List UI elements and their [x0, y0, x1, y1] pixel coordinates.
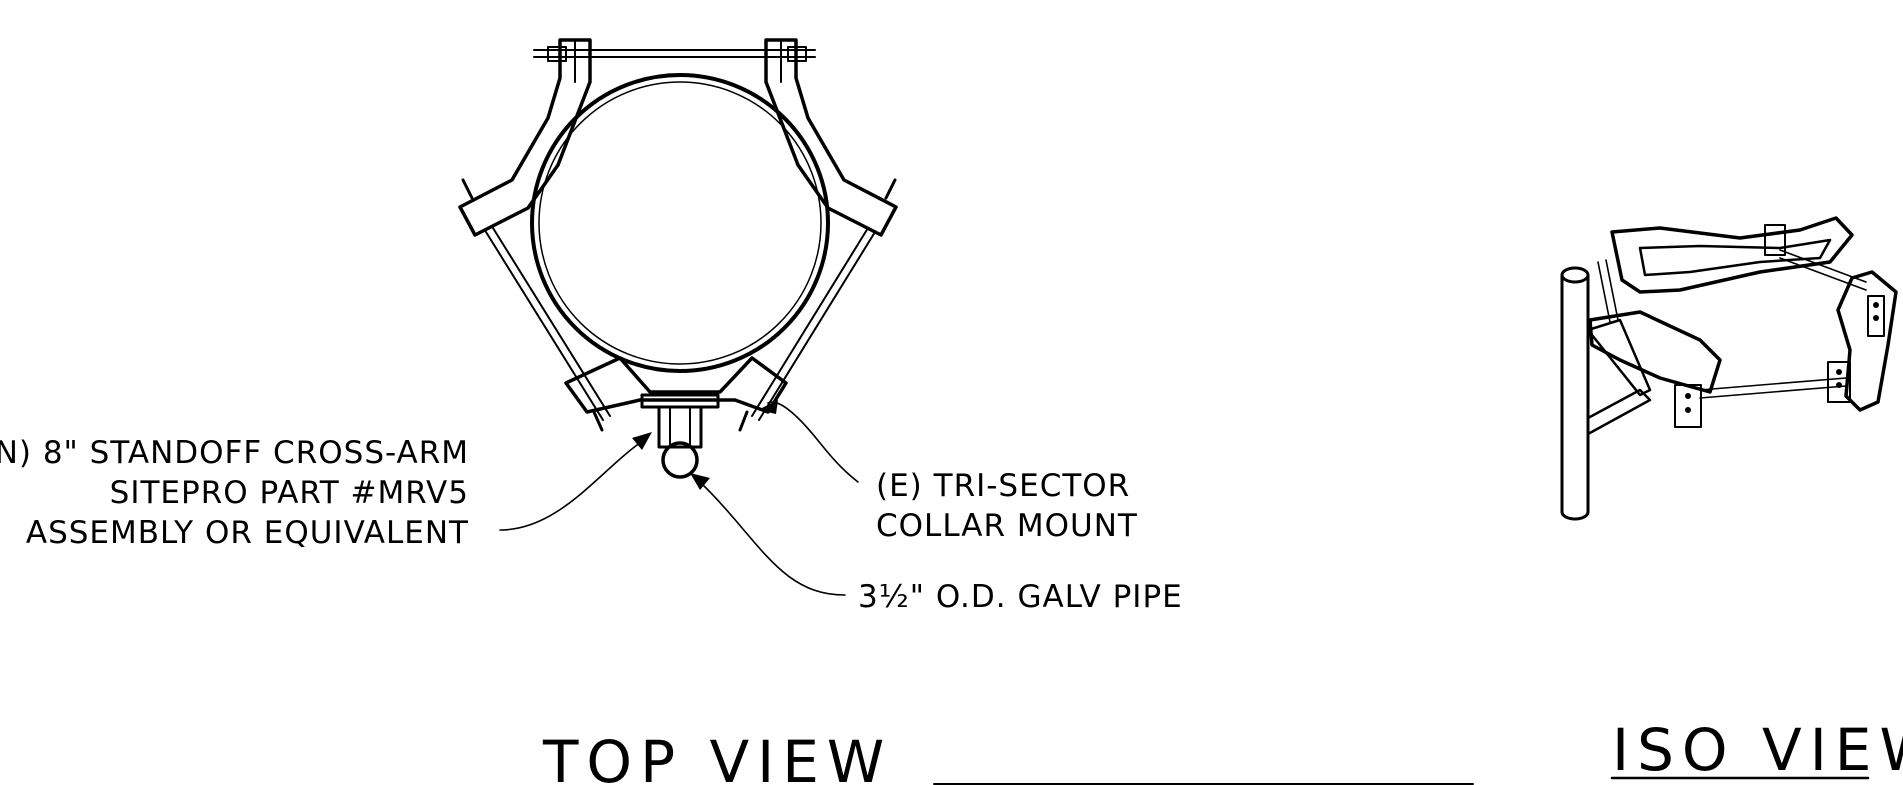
- iso-upper-bracket: [1610, 216, 1854, 294]
- top-view-drawing: [458, 38, 898, 596]
- top-view-title: TOP VIEW: [542, 728, 892, 785]
- left-bracket: [458, 38, 592, 237]
- callout-leaders: [499, 400, 859, 596]
- iso-right-bracket: [1827, 270, 1898, 412]
- left-tie-rod: [461, 178, 611, 421]
- iso-lower-bracket: [1588, 310, 1722, 428]
- iso-tie-rods: [1597, 249, 1867, 399]
- callout-standoff-line2: SITEPRO PART #MRV5: [110, 475, 469, 511]
- callout-collar-line2: COLLAR MOUNT: [876, 508, 1138, 544]
- existing-pole-circle: [530, 73, 830, 373]
- right-tie-rod: [592, 178, 897, 432]
- iso-view-drawing: [1560, 216, 1898, 521]
- callout-standoff-line3: ASSEMBLY OR EQUIVALENT: [26, 515, 469, 551]
- iso-view-title: ISO VIEW: [1612, 716, 1903, 784]
- iso-pipe: [1560, 266, 1590, 521]
- right-bracket: [764, 38, 898, 237]
- callout-collar-line1: (E) TRI-SECTOR: [876, 468, 1130, 504]
- callout-standoff-line1: (N) 8" STANDOFF CROSS-ARM: [0, 435, 469, 471]
- galv-pipe-circle: [661, 441, 699, 479]
- standoff-cross-arm: [640, 393, 720, 449]
- top-tie-rod: [533, 46, 816, 62]
- callout-pipe: 3½" O.D. GALV PIPE: [858, 579, 1183, 615]
- pole-inner-wall: [538, 81, 822, 365]
- bottom-bracket: [564, 356, 788, 414]
- iso-standoff-arm: [1586, 318, 1652, 436]
